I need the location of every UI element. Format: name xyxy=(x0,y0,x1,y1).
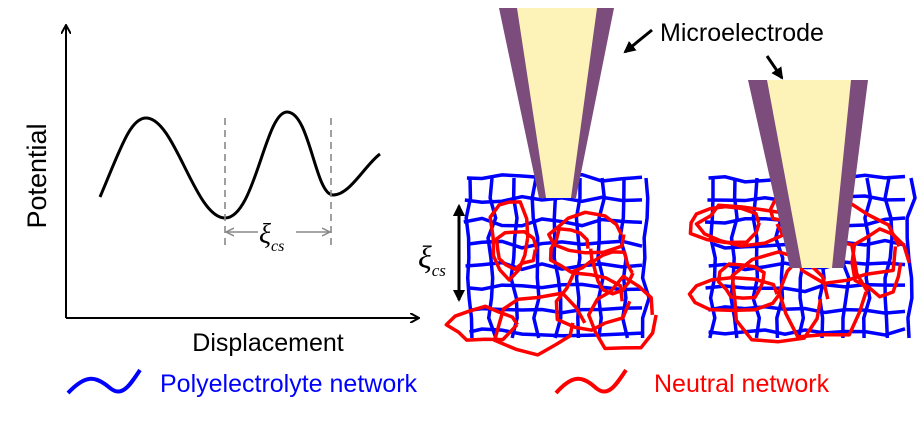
polyelectrolyte-strand xyxy=(552,177,563,339)
microelectrode-right xyxy=(748,80,868,268)
polyelectrolyte-strand xyxy=(705,282,906,294)
period-label: ξcs xyxy=(259,219,284,255)
polyelectrolyte-strand xyxy=(708,327,906,337)
polyelectrolyte-strand xyxy=(861,177,873,339)
polyelectrolyte-strand xyxy=(707,305,906,315)
legend-swatch-polyelectrolyte xyxy=(66,368,142,395)
polyelectrolyte-strand xyxy=(509,177,519,339)
neutral-strand xyxy=(548,227,594,274)
mesh-size-label: ξcs xyxy=(418,239,446,280)
polyelectrolyte-strand xyxy=(708,177,717,339)
electrode-pointer-arrow-2 xyxy=(765,55,784,80)
polyelectrolyte-strand xyxy=(530,177,541,339)
microelectrode-left xyxy=(499,8,614,198)
potential-plot: ξcs Potential Displacement xyxy=(22,26,418,357)
legend-label-neutral: Neutral network xyxy=(654,370,830,398)
neutral-strand xyxy=(547,210,626,255)
electrode-pointer-arrow-1 xyxy=(623,28,653,54)
neutral-strand xyxy=(492,291,587,357)
neutral-strand xyxy=(488,200,530,282)
neutral-strand xyxy=(688,204,761,245)
network-left xyxy=(444,172,658,357)
polyelectrolyte-strand xyxy=(640,177,651,339)
x-axis-label: Displacement xyxy=(192,329,344,357)
neutral-strand xyxy=(586,274,658,351)
neutral-strand xyxy=(554,271,632,332)
polyelectrolyte-strand xyxy=(486,177,498,339)
neutral-strand xyxy=(687,275,781,313)
neutral-strand xyxy=(716,262,766,300)
legend-label-polyelectrolyte: Polyelectrolyte network xyxy=(160,370,418,398)
polyelectrolyte-strand xyxy=(883,177,894,339)
y-axis-label: Potential xyxy=(22,123,52,228)
neutral-strand xyxy=(444,304,519,342)
neutral-strand xyxy=(591,250,635,296)
potential-curve xyxy=(98,110,381,220)
neutral-strand xyxy=(694,203,788,248)
legend: Polyelectrolyte network Neutral network xyxy=(66,368,830,398)
legend-swatch-neutral xyxy=(554,368,628,395)
neutral-strand xyxy=(494,230,539,271)
microelectrode-label: Microelectrode xyxy=(660,19,824,47)
neutral-strand xyxy=(777,236,870,339)
